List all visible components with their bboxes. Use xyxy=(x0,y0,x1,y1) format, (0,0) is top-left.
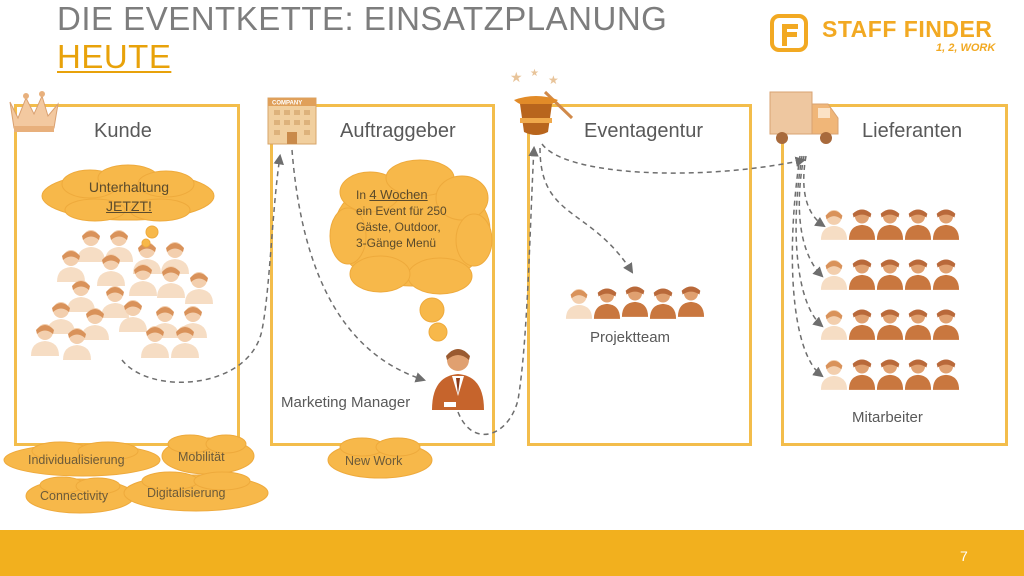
staff-finder-logo: STAFF FINDER 1, 2, WORK xyxy=(770,12,1010,62)
cloud-text-prefix: In xyxy=(356,188,370,202)
flow-arrows xyxy=(121,143,826,436)
panel-title-lieferanten: Lieferanten xyxy=(862,120,963,142)
slide-title-line2: HEUTE xyxy=(57,38,172,75)
kunde-thought-cloud xyxy=(41,164,215,248)
tag-new-work: New Work xyxy=(345,454,403,468)
svg-text:★: ★ xyxy=(530,68,539,79)
projektteam-label: Projektteam xyxy=(590,329,671,346)
panel-title-eventagentur: Eventagentur xyxy=(584,120,703,142)
panel-eventagentur xyxy=(527,104,752,446)
auftraggeber-cloud-text: In 4 Wochen ein Event für 250 Gäste, Outd… xyxy=(356,187,454,251)
company-sign: COMPANY xyxy=(272,101,302,107)
tag-connectivity: Connectivity xyxy=(40,489,109,503)
svg-text:★: ★ xyxy=(548,73,559,87)
tag-mobilitaet: Mobilität xyxy=(178,450,225,464)
kunde-cloud-line2: JETZT! xyxy=(106,198,152,214)
trend-clouds xyxy=(3,434,433,514)
panel-lieferanten xyxy=(781,104,1008,446)
customer-crowd-icon xyxy=(31,230,213,360)
cloud-text-rest: ein Event für 250 Gäste, Outdoor, 3-Gäng… xyxy=(356,204,447,250)
kunde-cloud-text: Unterhaltung JETZT! xyxy=(79,178,179,216)
slide-title: DIE EVENTKETTE: EINSATZPLANUNG HEUTE xyxy=(57,0,667,76)
tag-digitalisierung: Digitalisierung xyxy=(147,486,226,500)
crown-icon xyxy=(9,91,59,132)
footer-bar xyxy=(0,530,1024,576)
logo-mark-icon xyxy=(770,14,808,52)
truck-icon xyxy=(769,91,839,144)
marketing-manager-icon xyxy=(432,349,484,410)
tag-individualisierung: Individualisierung xyxy=(28,453,125,467)
auftraggeber-thought-cloud xyxy=(329,159,493,342)
svg-text:★: ★ xyxy=(510,70,523,86)
logo-name: STAFF FINDER xyxy=(822,16,993,42)
marketing-manager-label: Marketing Manager xyxy=(281,394,411,411)
slide-title-line1: DIE EVENTKETTE: EINSATZPLANUNG xyxy=(57,0,668,37)
magic-hat-icon: ★ ★ ★ xyxy=(510,68,574,135)
staff-grid-icon xyxy=(820,209,960,390)
cloud-text-deadline: 4 Wochen xyxy=(369,187,428,202)
project-team-icon xyxy=(565,286,705,319)
kunde-cloud-line1: Unterhaltung xyxy=(88,179,170,195)
panel-title-kunde: Kunde xyxy=(94,120,152,142)
logo-tagline: 1, 2, WORK xyxy=(936,42,996,54)
page-number: 7 xyxy=(960,548,968,564)
mitarbeiter-label: Mitarbeiter xyxy=(852,409,923,426)
company-building-icon: COMPANY xyxy=(267,97,317,145)
panel-title-auftraggeber: Auftraggeber xyxy=(340,120,456,142)
